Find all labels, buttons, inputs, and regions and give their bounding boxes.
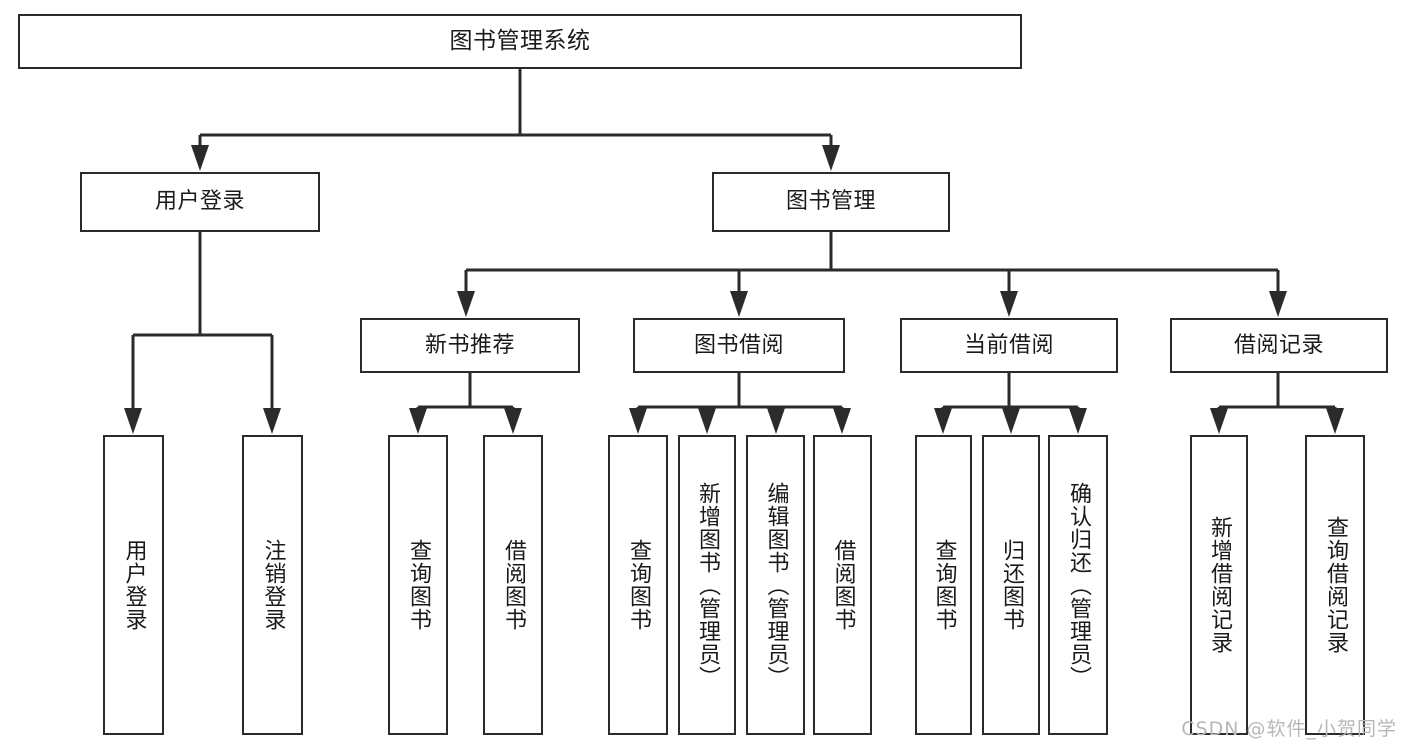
node-label-leaf-query-book-1: 查询图书 (405, 539, 431, 631)
conn-book-manage-arrowhead-0 (457, 291, 475, 317)
conn-new-book-rec-arrowhead-0 (409, 408, 427, 434)
conn-book-borrow-arrowhead-2 (767, 408, 785, 434)
conn-user-login-arrowhead-0 (124, 408, 142, 434)
node-label-new-book-rec: 新书推荐 (424, 332, 515, 358)
node-leaf-user-login: 用户登录 (103, 435, 164, 735)
node-leaf-query-book-3: 查询图书 (915, 435, 972, 735)
conn-current-borrow-arrowhead-0 (934, 408, 952, 434)
node-label-book-manage: 图书管理 (785, 189, 876, 215)
node-leaf-add-book: 新增图书（管理员） (678, 435, 736, 735)
node-leaf-query-book-2: 查询图书 (608, 435, 668, 735)
node-label-root: 图书管理系统 (449, 28, 591, 55)
conn-book-manage-arrowhead-2 (1000, 291, 1018, 317)
node-leaf-query-book-1: 查询图书 (388, 435, 448, 735)
node-label-current-borrow: 当前借阅 (963, 332, 1054, 358)
conn-current-borrow-arrowhead-2 (1069, 408, 1087, 434)
conn-current-borrow-arrowhead-1 (1002, 408, 1020, 434)
node-leaf-edit-book: 编辑图书（管理员） (746, 435, 805, 735)
conn-borrow-record-arrowhead-1 (1326, 408, 1344, 434)
node-borrow-record: 借阅记录 (1170, 318, 1388, 373)
conn-book-borrow-arrowhead-0 (629, 408, 647, 434)
node-user-login: 用户登录 (80, 172, 320, 232)
node-label-leaf-add-book: 新增图书（管理员） (694, 481, 720, 689)
node-leaf-confirm-return: 确认归还（管理员） (1048, 435, 1108, 735)
node-label-leaf-borrow-book-2: 借阅图书 (830, 539, 856, 631)
node-label-leaf-query-record: 查询借阅记录 (1322, 516, 1348, 654)
node-label-leaf-query-book-3: 查询图书 (931, 539, 957, 631)
node-label-leaf-add-record: 新增借阅记录 (1206, 516, 1232, 654)
node-book-manage: 图书管理 (712, 172, 950, 232)
node-leaf-logout: 注销登录 (242, 435, 303, 735)
conn-book-manage-arrowhead-3 (1269, 291, 1287, 317)
conn-borrow-record-arrowhead-0 (1210, 408, 1228, 434)
conn-book-manage-arrowhead-1 (730, 291, 748, 317)
node-root: 图书管理系统 (18, 14, 1022, 69)
node-book-borrow: 图书借阅 (633, 318, 845, 373)
node-label-leaf-query-book-2: 查询图书 (625, 539, 651, 631)
node-label-borrow-record: 借阅记录 (1233, 332, 1324, 358)
node-label-leaf-borrow-book-1: 借阅图书 (500, 539, 526, 631)
conn-user-login-arrowhead-1 (263, 408, 281, 434)
conn-new-book-rec-arrowhead-1 (504, 408, 522, 434)
node-label-leaf-return-book: 归还图书 (998, 539, 1024, 631)
node-label-user-login: 用户登录 (154, 189, 245, 215)
conn-root-arrowhead-0 (191, 145, 209, 171)
node-leaf-query-record: 查询借阅记录 (1305, 435, 1365, 735)
node-current-borrow: 当前借阅 (900, 318, 1118, 373)
node-leaf-borrow-book-1: 借阅图书 (483, 435, 543, 735)
node-leaf-borrow-book-2: 借阅图书 (813, 435, 872, 735)
node-label-leaf-logout: 注销登录 (260, 539, 286, 631)
node-label-book-borrow: 图书借阅 (693, 332, 784, 358)
conn-root-arrowhead-1 (822, 145, 840, 171)
conn-book-borrow-arrowhead-1 (698, 408, 716, 434)
node-leaf-add-record: 新增借阅记录 (1190, 435, 1248, 735)
node-label-leaf-confirm-return: 确认归还（管理员） (1065, 481, 1091, 689)
node-leaf-return-book: 归还图书 (982, 435, 1040, 735)
conn-book-borrow-arrowhead-3 (833, 408, 851, 434)
node-label-leaf-edit-book: 编辑图书（管理员） (763, 481, 789, 689)
node-new-book-rec: 新书推荐 (360, 318, 580, 373)
node-label-leaf-user-login: 用户登录 (121, 539, 147, 631)
